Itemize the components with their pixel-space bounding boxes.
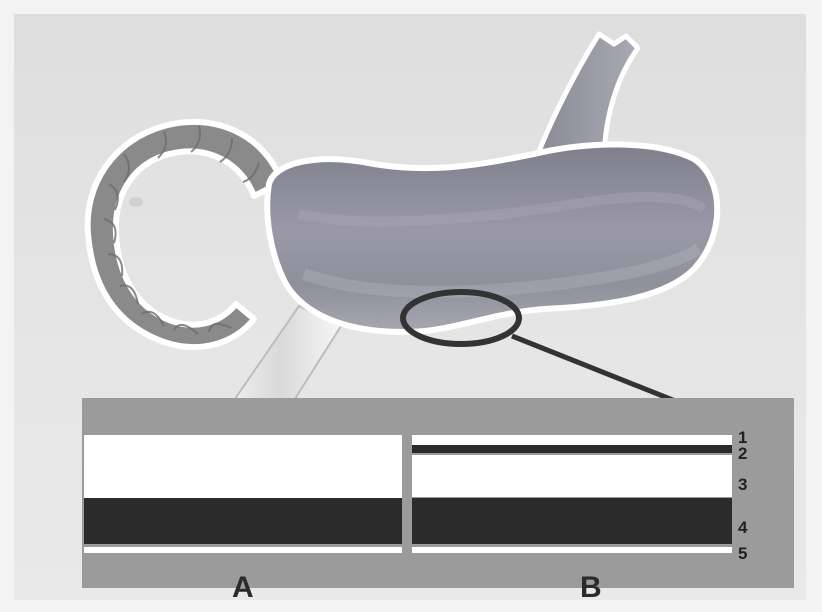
- column-a-layer-thin-white: [84, 547, 402, 553]
- column-b-layer-1: [412, 435, 732, 445]
- diagram-stage: 1 2 3 4 5 A B: [14, 14, 806, 600]
- layer-number-4: 4: [738, 519, 747, 536]
- column-label-b: B: [580, 573, 602, 603]
- column-label-a: A: [232, 573, 254, 603]
- layer-number-3: 3: [738, 476, 747, 493]
- column-b-layer-5: [412, 547, 732, 553]
- column-b-layer-3: [412, 455, 732, 497]
- column-b-layer-4: [412, 498, 732, 544]
- duodenum-loop: [88, 122, 282, 347]
- column-a-layer-dark: [84, 498, 402, 544]
- column-b-layer-2: [412, 445, 732, 453]
- layer-number-2: 2: [738, 445, 747, 462]
- column-a-layer-white: [84, 435, 402, 498]
- stomach-body: [267, 144, 717, 332]
- layer-panel: 1 2 3 4 5: [82, 398, 794, 588]
- layer-number-5: 5: [738, 545, 747, 562]
